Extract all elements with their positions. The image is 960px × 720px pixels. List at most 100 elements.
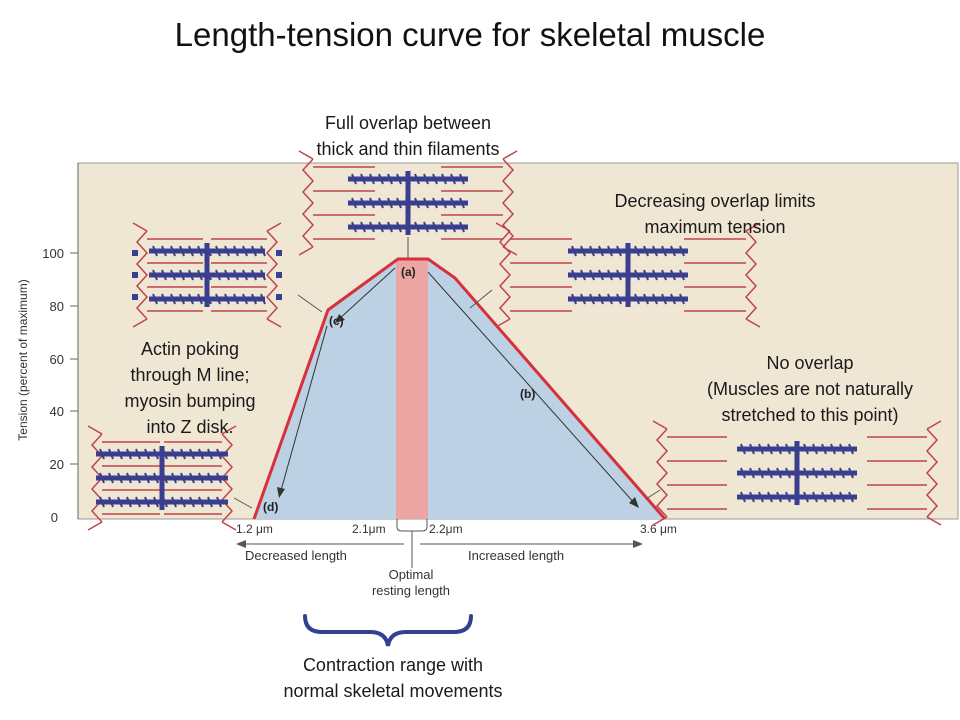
myosin-head	[387, 173, 393, 185]
myosin-head	[776, 491, 782, 503]
myosin-head	[830, 467, 836, 479]
myosin-head	[803, 491, 809, 503]
myosin-head	[821, 491, 827, 503]
z-disk-tail	[132, 222, 148, 232]
myosin-head	[607, 269, 613, 281]
myosin-head	[360, 197, 366, 209]
myosin-head	[189, 448, 195, 460]
z-disk-tail	[495, 318, 511, 328]
myosin-head	[661, 293, 667, 305]
caption-line: normal skeletal movements	[283, 681, 503, 701]
myosin-head	[117, 496, 123, 508]
myosin-head	[351, 173, 357, 185]
myosin-head	[215, 293, 221, 305]
myosin-head	[767, 443, 773, 455]
myosin-head	[580, 245, 586, 257]
arrow-a-to-b	[427, 271, 637, 506]
z-disk-tail	[926, 516, 942, 526]
myosin-head	[108, 496, 114, 508]
myosin-head	[616, 293, 622, 305]
contraction-range-brace	[303, 614, 473, 647]
myosin-head	[749, 491, 755, 503]
z-disk-tail	[652, 516, 668, 526]
myosin-head	[821, 467, 827, 479]
myosin-head	[679, 269, 685, 281]
myosin-head	[251, 245, 257, 257]
ytick-60: 60	[50, 352, 64, 367]
caption-line: Contraction range with	[302, 655, 484, 675]
decreased-arrowhead	[236, 540, 246, 548]
myosin-head	[679, 245, 685, 257]
z-disk-tail	[221, 425, 237, 435]
increased-length-label: Increased length	[468, 548, 564, 563]
myosin-head	[153, 448, 159, 460]
myosin-head	[607, 245, 613, 257]
myosin-end-mark	[132, 250, 138, 256]
myosin-head	[767, 467, 773, 479]
myosin-head	[99, 472, 105, 484]
myosin-head	[188, 293, 194, 305]
tension-curve-area	[254, 259, 665, 519]
sarcomere-short	[132, 222, 282, 328]
myosin-head	[634, 269, 640, 281]
myosin-head	[830, 491, 836, 503]
xtick-2-1: 2.1μm	[352, 522, 386, 536]
myosin-head	[607, 293, 613, 305]
myosin-head	[571, 245, 577, 257]
myosin-head	[369, 221, 375, 233]
myosin-head	[242, 293, 248, 305]
myosin-head	[233, 269, 239, 281]
myosin-head	[414, 173, 420, 185]
point-label-c: (c)	[329, 314, 344, 328]
myosin-head	[161, 245, 167, 257]
myosin-head	[198, 472, 204, 484]
myosin-head	[396, 221, 402, 233]
myosin-head	[749, 467, 755, 479]
myosin-head	[260, 293, 266, 305]
myosin-head	[198, 496, 204, 508]
myosin-head	[179, 293, 185, 305]
y-ticks	[70, 252, 78, 465]
resting-length-label: resting length	[372, 583, 450, 598]
myosin-head	[459, 173, 465, 185]
myosin-head	[571, 269, 577, 281]
point-label-d: (d)	[263, 500, 278, 514]
myosin-head	[459, 197, 465, 209]
myosin-head	[652, 293, 658, 305]
myosin-head	[126, 472, 132, 484]
myosin-head	[767, 491, 773, 503]
myosin-head	[126, 448, 132, 460]
point-label-b: (b)	[520, 387, 535, 401]
myosin-end-mark	[132, 272, 138, 278]
myosin-head	[369, 173, 375, 185]
myosin-head	[260, 269, 266, 281]
z-disk	[265, 230, 279, 320]
myosin-head	[170, 293, 176, 305]
z-disk-tail	[495, 222, 511, 232]
sarcomere-decreasing-overlap	[495, 222, 761, 328]
z-disk-tail	[502, 150, 518, 160]
myosin-head	[170, 245, 176, 257]
z-disk-tail	[745, 222, 761, 232]
myosin-head	[197, 269, 203, 281]
myosin-head	[197, 245, 203, 257]
caption-line: Actin poking	[140, 339, 240, 359]
myosin-head	[171, 448, 177, 460]
myosin-head	[224, 245, 230, 257]
z-disk-tail	[926, 420, 942, 430]
myosin-head	[616, 245, 622, 257]
myosin-head	[135, 496, 141, 508]
arrow-c-to-d	[279, 325, 328, 495]
xtick-2-2: 2.2μm	[429, 522, 463, 536]
myosin-head	[351, 221, 357, 233]
tension-curve-line	[252, 257, 667, 520]
myosin-head	[758, 443, 764, 455]
y-axis-label: Tension (percent of maximum)	[16, 279, 30, 440]
optimal-length-band	[396, 259, 428, 519]
myosin-head	[378, 221, 384, 233]
myosin-head	[179, 269, 185, 281]
myosin-head	[652, 269, 658, 281]
myosin-head	[776, 443, 782, 455]
myosin-head	[251, 293, 257, 305]
caption-full-overlap: Full overlap between thick and thin fila…	[258, 110, 558, 162]
